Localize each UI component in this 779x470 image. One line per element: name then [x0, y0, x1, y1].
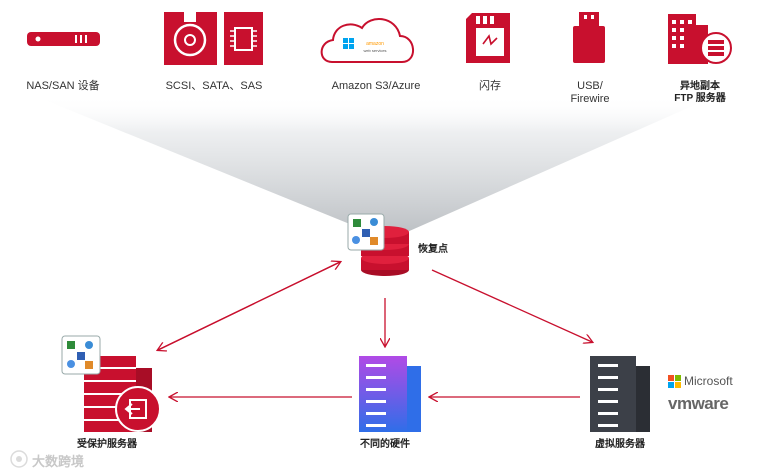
- usb-label-line1: USB/: [577, 80, 603, 92]
- different-hardware-server-icon: [359, 356, 421, 432]
- arrow-rp-to-virtual: [431, 269, 592, 342]
- recovery-point-database-icon: [347, 213, 409, 276]
- storage-cone: [35, 96, 715, 240]
- offsite-ftp-server-icon: [668, 14, 732, 64]
- ftp-label-line2: FTP 服务器: [674, 93, 726, 104]
- scsi-label: SCSI、SATA、SAS: [165, 80, 263, 92]
- virtual-server-label: 虚拟服务器: [595, 439, 645, 450]
- recovery-point-label: 恢复点: [418, 244, 448, 255]
- flash-card-icon: [466, 13, 510, 63]
- protected-server-icon: [61, 335, 161, 432]
- disk-and-chip-icon: [164, 12, 263, 65]
- microsoft-brand-text: Microsoft: [684, 374, 733, 388]
- ftp-label-line1: 异地副本: [680, 81, 720, 92]
- cloud-label: Amazon S3/Azure: [331, 80, 421, 92]
- cloud-icon: amazon web services: [320, 18, 414, 63]
- vmware-brand-text: vmware: [668, 394, 729, 413]
- cloud-logo-text-2: web services: [363, 48, 386, 53]
- usb-drive-icon: [573, 12, 605, 63]
- protected-server-label: 受保护服务器: [77, 439, 137, 450]
- usb-label-line2: Firewire: [570, 93, 610, 105]
- watermark-logo-icon: [10, 450, 28, 468]
- cloud-logo-text-1: amazon: [366, 41, 384, 47]
- nas-san-device-icon: [27, 32, 100, 46]
- different-hardware-label: 不同的硬件: [360, 439, 410, 450]
- arrow-protected-to-rp: [157, 262, 340, 351]
- watermark-text: 大数跨境: [32, 454, 85, 469]
- nas-label: NAS/SAN 设备: [26, 80, 100, 92]
- flash-label: 闪存: [479, 80, 501, 92]
- microsoft-logo-icon: [668, 375, 681, 388]
- virtual-server-icon: [590, 356, 650, 432]
